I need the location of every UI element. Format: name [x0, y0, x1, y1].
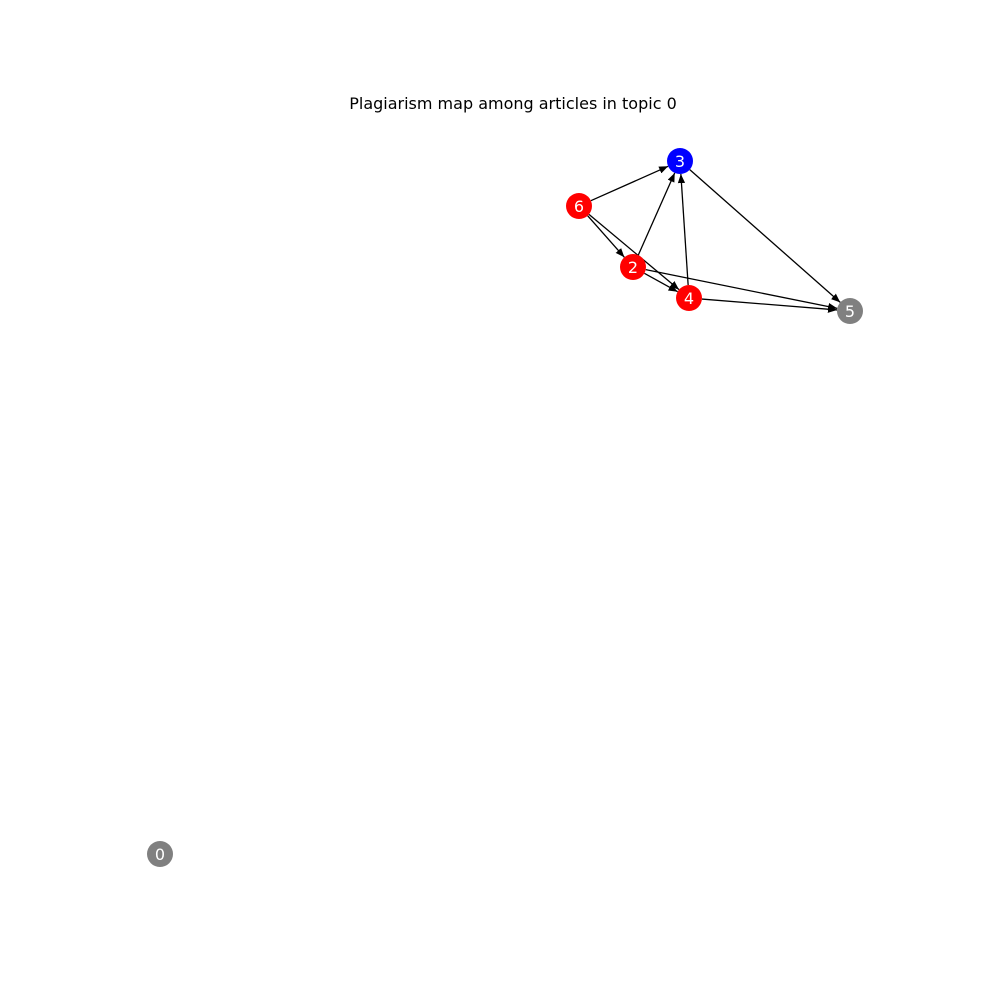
edge-2-to-4 [644, 272, 678, 293]
edge-3-to-5 [689, 169, 841, 303]
node-circle-5 [837, 298, 863, 324]
node-label-2: 2 [628, 258, 638, 277]
node-6: 6 [566, 193, 592, 219]
edges-layer [587, 165, 841, 313]
edge-6-to-4 [588, 213, 680, 291]
node-circle-4 [676, 285, 702, 311]
edge-2-to-5 [645, 268, 838, 311]
node-label-5: 5 [845, 302, 855, 321]
node-circle-0 [147, 841, 173, 867]
node-circle-6 [566, 193, 592, 219]
node-label-6: 6 [574, 197, 584, 216]
node-5: 5 [837, 298, 863, 324]
edge-4-to-3 [677, 173, 689, 286]
edge-2-to-3 [637, 172, 676, 256]
node-label-4: 4 [684, 289, 694, 308]
node-3: 3 [667, 148, 693, 174]
node-label-3: 3 [675, 152, 685, 171]
node-circle-2 [620, 254, 646, 280]
node-0: 0 [147, 841, 173, 867]
node-2: 2 [620, 254, 646, 280]
diagram-title: Plagiarism map among articles in topic 0 [349, 94, 677, 113]
node-label-0: 0 [155, 845, 165, 864]
node-circle-3 [667, 148, 693, 174]
edge-6-to-2 [587, 215, 625, 258]
edge-4-to-5 [701, 298, 838, 313]
edge-6-to-3 [590, 165, 669, 202]
nodes-layer: 0 2 3 4 5 6 [147, 148, 863, 867]
node-4: 4 [676, 285, 702, 311]
